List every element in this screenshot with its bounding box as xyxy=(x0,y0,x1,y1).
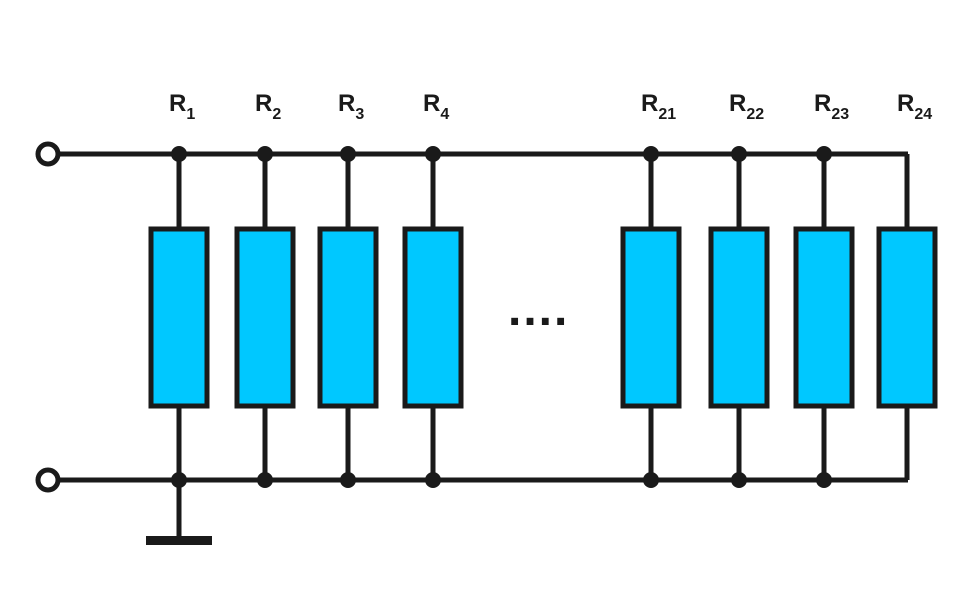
resistor-branch-r21: R21 xyxy=(620,90,682,488)
junction-node-bottom xyxy=(425,472,441,488)
resistor-branch-r1: R1 xyxy=(148,90,210,488)
junction-node-bottom xyxy=(731,472,747,488)
resistor-body xyxy=(793,226,855,409)
resistor-label: R22 xyxy=(729,90,764,123)
resistor-branch-r23: R23 xyxy=(793,90,855,488)
resistor-branch-r4: R4 xyxy=(402,90,464,488)
resistor-body xyxy=(234,226,296,409)
bottom-terminal xyxy=(35,467,61,493)
resistor-label: R21 xyxy=(641,90,676,123)
resistor-body xyxy=(876,226,938,409)
resistor-branch-r3: R3 xyxy=(317,90,379,488)
junction-node-bottom xyxy=(340,472,356,488)
junction-node-top xyxy=(816,146,832,162)
resistor-body xyxy=(708,226,770,409)
resistor-body xyxy=(620,226,682,409)
resistor-label: R2 xyxy=(255,90,281,123)
resistor-label: R24 xyxy=(897,90,932,123)
junction-node-top xyxy=(340,146,356,162)
top-terminal xyxy=(35,141,61,167)
junction-node-bottom xyxy=(171,472,187,488)
resistor-branch-r2: R2 xyxy=(234,90,296,488)
ellipsis: .... xyxy=(508,283,569,336)
resistor-label: R4 xyxy=(423,90,449,123)
junction-node-bottom xyxy=(816,472,832,488)
resistor-label: R23 xyxy=(814,90,849,123)
resistor-group: R1 R2 R3 R4 R21 R22 R23 R24 xyxy=(148,90,938,488)
junction-node-bottom xyxy=(257,472,273,488)
junction-node-bottom xyxy=(643,472,659,488)
resistor-branch-r24: R24 xyxy=(876,90,938,480)
ground-icon xyxy=(146,480,212,545)
resistor-body xyxy=(317,226,379,409)
resistor-body xyxy=(148,226,210,409)
resistor-label: R1 xyxy=(169,90,195,123)
junction-node-top xyxy=(425,146,441,162)
junction-node-top xyxy=(643,146,659,162)
resistor-branch-r22: R22 xyxy=(708,90,770,488)
junction-node-top xyxy=(731,146,747,162)
resistor-label: R3 xyxy=(338,90,364,123)
junction-node-top xyxy=(257,146,273,162)
junction-node-top xyxy=(171,146,187,162)
resistor-body xyxy=(402,226,464,409)
